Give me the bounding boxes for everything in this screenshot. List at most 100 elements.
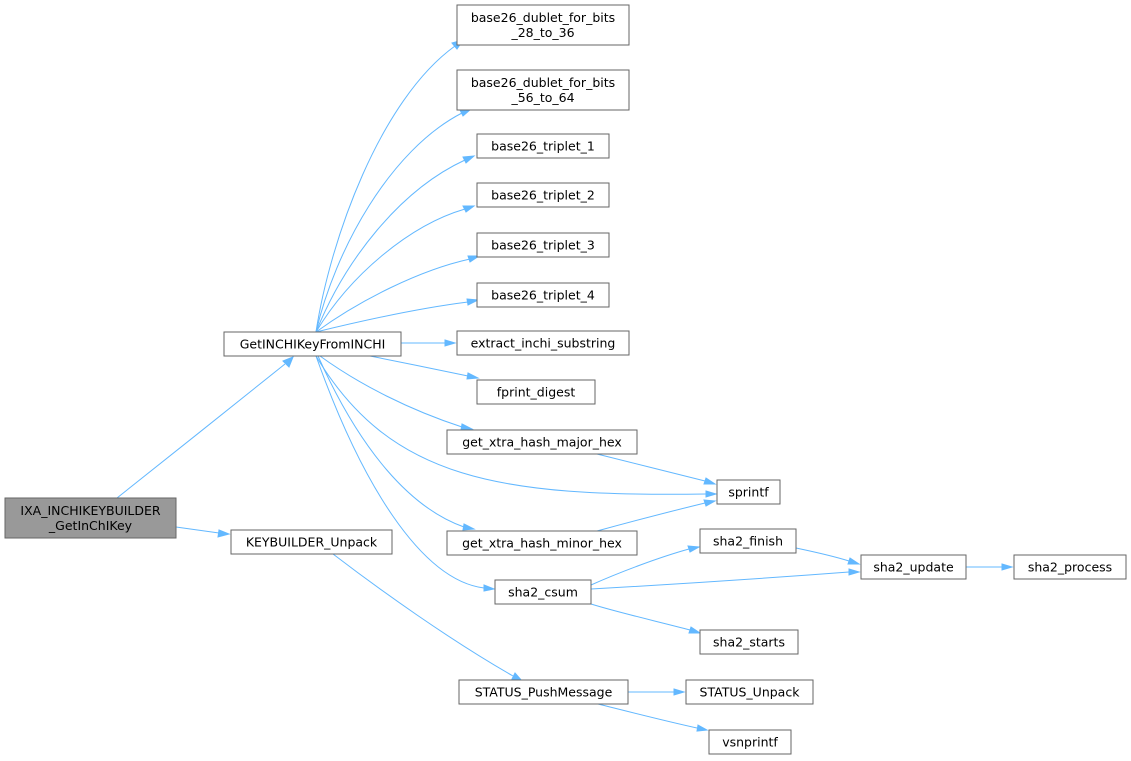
edge-arrowhead [217, 529, 231, 538]
edge-keybuilder_unpack-to-status_push [332, 553, 524, 682]
edge-arrowhead [705, 490, 718, 498]
edge-getinchikey-to-sprintf [315, 355, 718, 498]
node-box [456, 69, 630, 111]
edge-root-to-getinchikey [116, 356, 294, 499]
node-label: get_xtra_hash_major_hex [462, 435, 622, 450]
edge-arrowhead [467, 255, 481, 263]
edge-root-to-keybuilder_unpack [175, 526, 231, 538]
node-box [699, 629, 799, 655]
node-label: sha2_csum [508, 585, 578, 600]
edge-getinchikey-to-sha2_csum [315, 355, 496, 592]
node-box [1013, 554, 1127, 580]
edge-arrowhead [673, 688, 686, 696]
node-vsnprintf[interactable]: vsnprintf [708, 729, 792, 755]
edge-line [596, 502, 706, 532]
edge-arrowhead [847, 557, 861, 565]
edge-xtra_minor-to-sprintf [596, 499, 717, 532]
edge-getinchikey-to-xtra_major [319, 355, 474, 431]
edge-line [590, 548, 690, 586]
node-label: KEYBUILDER_Unpack [246, 535, 378, 550]
edge-status_push-to-vsnprintf [597, 703, 709, 732]
node-root[interactable]: IXA_INCHIKEYBUILDER_GetInChIKey [4, 497, 177, 539]
node-extract[interactable]: extract_inchi_substring [456, 330, 630, 356]
edge-getinchikey-to-b26_t1 [315, 155, 476, 333]
edge-getinchikey-to-extract [401, 339, 457, 347]
node-getinchikey[interactable]: GetINCHIKeyFromINCHI [223, 331, 402, 357]
node-label: GetINCHIKeyFromINCHI [240, 337, 386, 352]
edge-arrowhead [460, 423, 474, 431]
edge-arrowhead [462, 205, 476, 213]
node-label: base26_triplet_2 [491, 188, 595, 203]
node-sha2-process[interactable]: sha2_process [1013, 554, 1127, 580]
node-xtra-minor[interactable]: get_xtra_hash_minor_hex [446, 530, 638, 556]
node-b26-t2[interactable]: base26_triplet_2 [476, 182, 610, 208]
node-sha2-csum[interactable]: sha2_csum [494, 579, 592, 605]
node-label: base26_dublet_for_bits [471, 75, 615, 90]
edge-arrowhead [703, 477, 717, 485]
node-label: _56_to_64 [510, 90, 574, 105]
node-box [476, 282, 610, 308]
node-b26-t1[interactable]: base26_triplet_1 [476, 133, 610, 159]
node-box [476, 182, 610, 208]
node-sha2-starts[interactable]: sha2_starts [699, 629, 799, 655]
edge-getinchikey-to-fprint [369, 355, 480, 380]
edge-arrowhead [703, 499, 717, 507]
edge-line [315, 208, 466, 333]
edge-line [590, 603, 691, 631]
node-xtra-major[interactable]: get_xtra_hash_major_hex [446, 429, 638, 455]
node-b26-t4[interactable]: base26_triplet_4 [476, 282, 610, 308]
node-label: _28_to_36 [510, 25, 574, 40]
edge-arrowhead [462, 523, 476, 531]
node-label: get_xtra_hash_minor_hex [462, 536, 622, 551]
edge-sha2_finish-to-sha2_update [795, 547, 861, 565]
edge-xtra_major-to-sprintf [596, 453, 717, 485]
edge-arrowhead [462, 155, 476, 164]
node-box [230, 529, 393, 555]
node-label: sha2_finish [713, 534, 783, 549]
node-box [716, 479, 781, 505]
edge-sha2_update-to-sha2_process [966, 563, 1014, 571]
edge-arrowhead [688, 626, 702, 634]
node-label: STATUS_Unpack [700, 685, 801, 700]
edge-line [315, 112, 463, 333]
edge-arrowhead [1001, 563, 1014, 571]
node-box [4, 497, 177, 539]
edge-arrowhead [696, 724, 709, 732]
edge-line [596, 453, 706, 482]
node-label: base26_triplet_1 [491, 139, 595, 154]
edge-line [317, 355, 465, 528]
node-b26-t3[interactable]: base26_triplet_3 [476, 232, 610, 258]
node-label: extract_inchi_substring [471, 336, 616, 351]
node-b26-56-64[interactable]: base26_dublet_for_bits_56_to_64 [456, 69, 630, 111]
edge-arrowhead [848, 568, 861, 576]
node-fprint[interactable]: fprint_digest [476, 379, 596, 405]
node-label: base26_triplet_3 [491, 238, 595, 253]
edge-line [319, 355, 463, 428]
node-status-push[interactable]: STATUS_PushMessage [458, 679, 629, 705]
node-b26-28-36[interactable]: base26_dublet_for_bits_28_to_36 [456, 4, 630, 46]
node-sha2-finish[interactable]: sha2_finish [699, 528, 797, 554]
node-label: base26_triplet_4 [491, 288, 595, 303]
node-label: sha2_update [873, 560, 954, 575]
edge-line [315, 159, 466, 333]
edge-line [175, 526, 220, 534]
edge-arrowhead [466, 372, 480, 380]
edge-arrowhead [483, 584, 496, 592]
edge-getinchikey-to-b26_t4 [315, 298, 480, 333]
node-sha2-update[interactable]: sha2_update [860, 554, 967, 580]
node-label: sprintf [728, 485, 769, 500]
nodes-layer: IXA_INCHIKEYBUILDER_GetInChIKey GetINCHIK… [4, 4, 1127, 755]
edge-line [369, 355, 469, 377]
node-sprintf[interactable]: sprintf [716, 479, 781, 505]
edge-line [315, 355, 707, 495]
node-status-unpack[interactable]: STATUS_Unpack [685, 679, 814, 705]
edge-line [116, 363, 286, 499]
edge-arrowhead [282, 356, 294, 368]
node-box [223, 331, 402, 357]
edges-layer [116, 39, 1014, 732]
node-box [494, 579, 592, 605]
edge-line [597, 703, 698, 729]
node-label: base26_dublet_for_bits [471, 10, 615, 25]
node-box [685, 679, 814, 705]
node-keybuilder-unpack[interactable]: KEYBUILDER_Unpack [230, 529, 393, 555]
